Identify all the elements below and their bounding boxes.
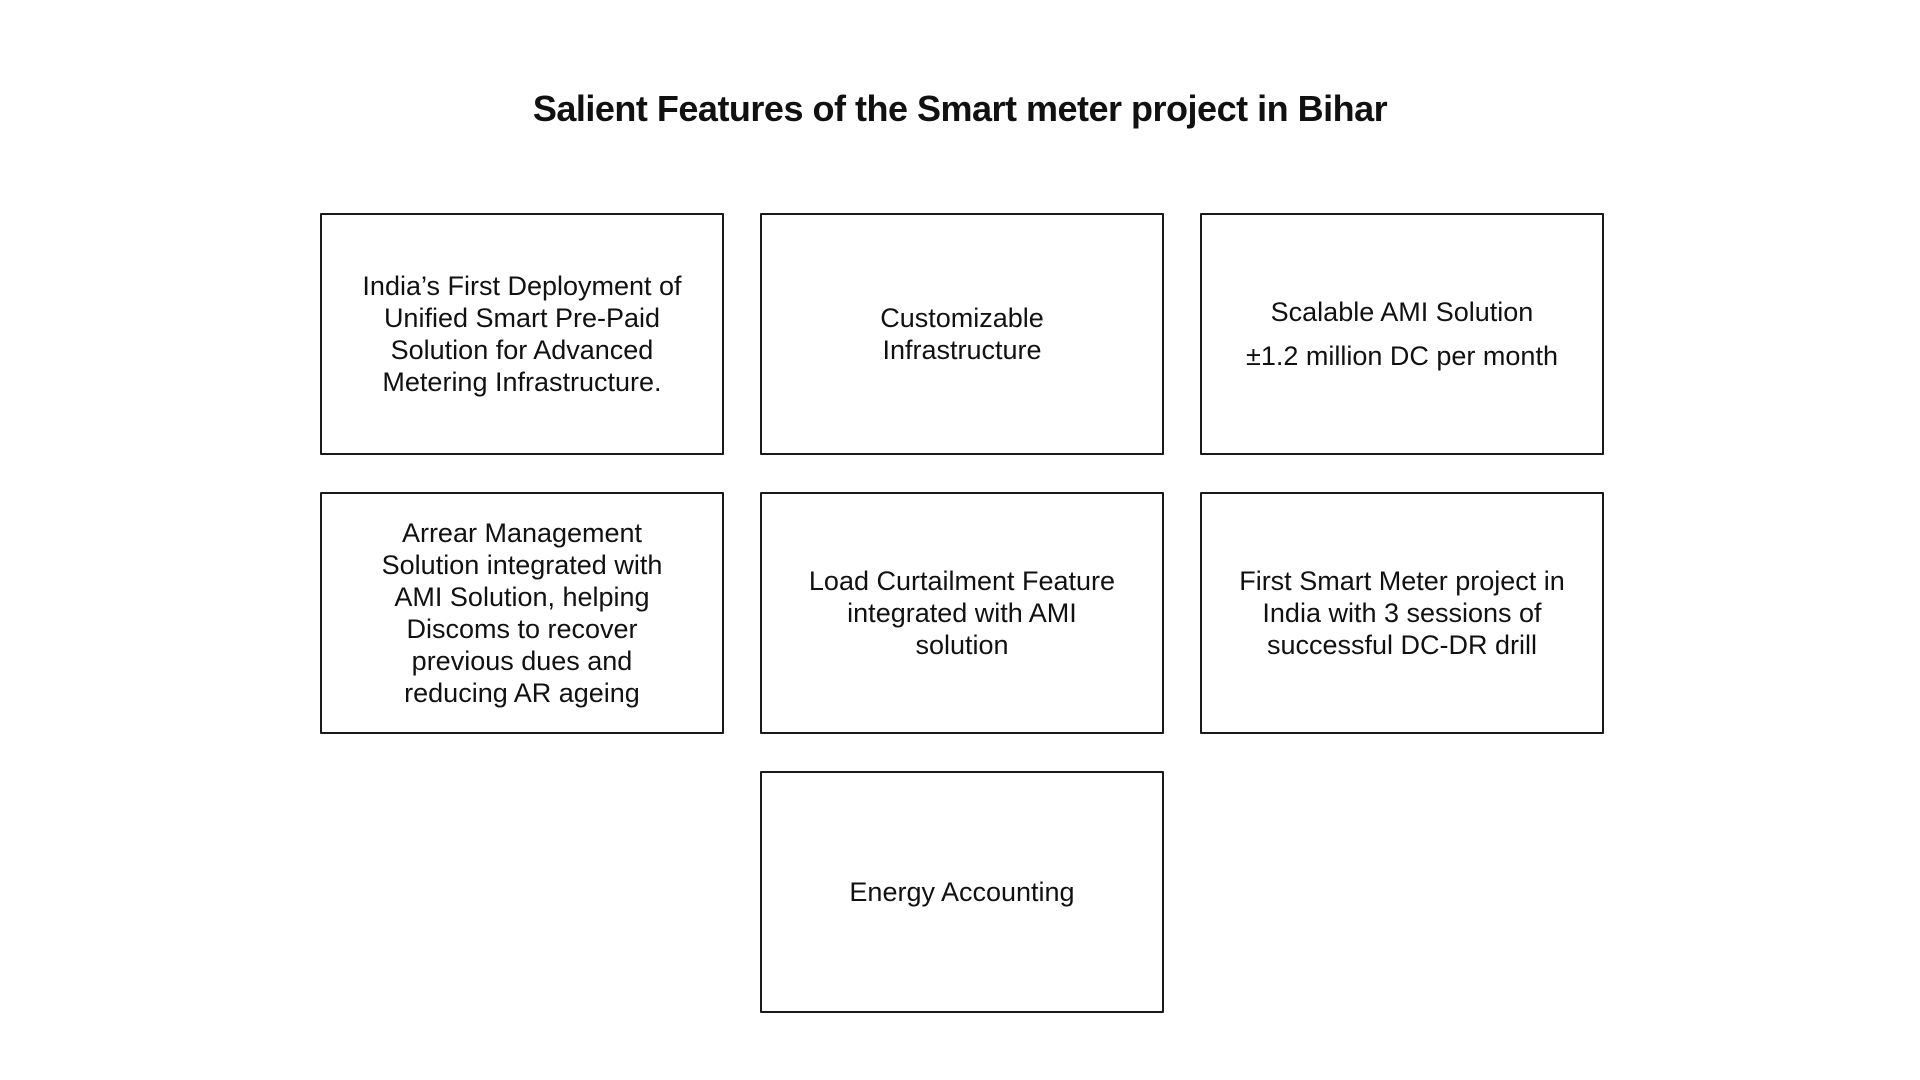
feature-box-energy-accounting: Energy Accounting (760, 771, 1164, 1013)
feature-box-text: India’s First Deployment of Unified Smar… (362, 271, 682, 397)
feature-box-scalable-ami-solution: Scalable AMI Solution ±1.2 million DC pe… (1200, 213, 1604, 455)
feature-box-unified-prepaid-solution: India’s First Deployment of Unified Smar… (320, 213, 724, 455)
page-title: Salient Features of the Smart meter proj… (532, 88, 1388, 129)
feature-box-text: Customizable Infrastructure (880, 303, 1044, 365)
feature-box-text: First Smart Meter project in India with … (1239, 566, 1565, 660)
feature-box-arrear-management: Arrear Management Solution integrated wi… (320, 492, 724, 734)
feature-box-text: Energy Accounting (849, 877, 1075, 907)
feature-box-text: Load Curtailment Feature integrated with… (808, 566, 1116, 660)
feature-box-text: Scalable AMI Solution ±1.2 million DC pe… (1246, 297, 1558, 371)
feature-box-load-curtailment: Load Curtailment Feature integrated with… (760, 492, 1164, 734)
feature-box-text: Arrear Management Solution integrated wi… (381, 518, 663, 708)
feature-box-grid: India’s First Deployment of Unified Smar… (320, 213, 1604, 1013)
feature-box-customizable-infrastructure: Customizable Infrastructure (760, 213, 1164, 455)
feature-box-dc-dr-drill: First Smart Meter project in India with … (1200, 492, 1604, 734)
